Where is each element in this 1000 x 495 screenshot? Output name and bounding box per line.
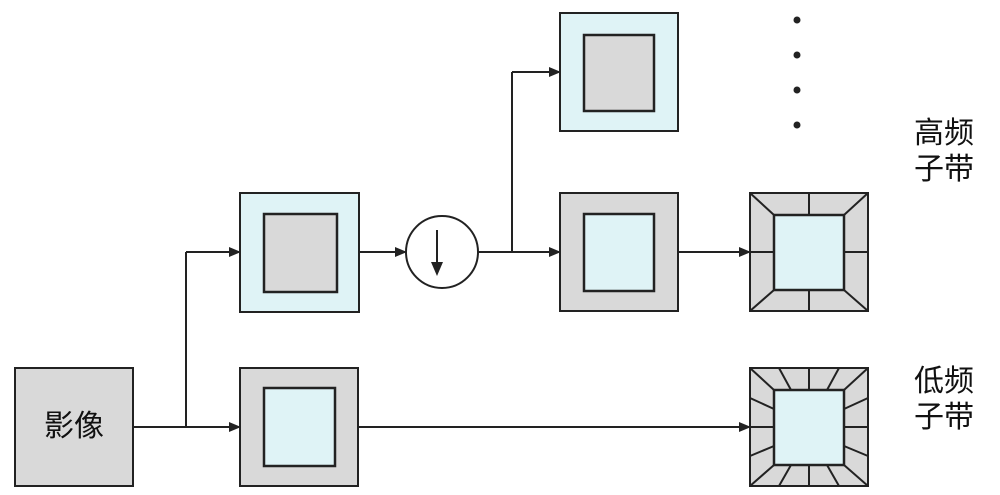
mid-filter-box xyxy=(559,192,679,312)
high-subband-label-line2: 子带 xyxy=(914,152,974,187)
lower-filter-box xyxy=(239,367,359,487)
continuation-dots-icon xyxy=(793,16,801,129)
downsample-icon xyxy=(405,215,479,289)
low-subband-directional-box xyxy=(749,367,869,487)
high-subband-label: 高频 子带 xyxy=(914,116,974,188)
low-subband-label: 低频 子带 xyxy=(914,364,974,436)
high-subband-label-line1: 高频 xyxy=(914,116,974,151)
high-subband-directional-box xyxy=(749,192,869,312)
low-subband-label-line2: 子带 xyxy=(914,400,974,435)
upper-filter-box xyxy=(239,192,360,313)
low-subband-label-line1: 低频 xyxy=(914,364,974,399)
image-input-box xyxy=(14,367,134,487)
image-label: 影像 xyxy=(44,409,104,444)
top-filter-box xyxy=(559,12,679,132)
connectors xyxy=(133,67,751,432)
